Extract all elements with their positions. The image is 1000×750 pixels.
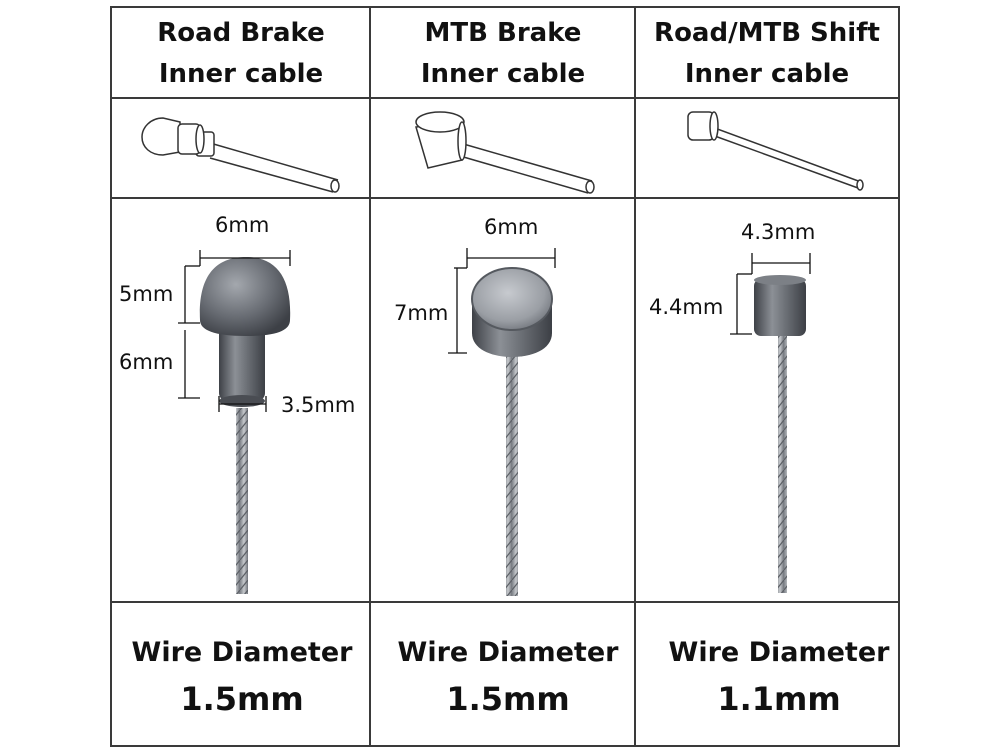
face-mtb-brake xyxy=(471,267,553,331)
dim-neck-height-road-brake: 6mm xyxy=(119,350,173,374)
dim-head-width-shift: 4.3mm xyxy=(741,220,815,244)
wire-diameter-value: 1.1mm xyxy=(717,680,841,718)
title-line-2: Inner cable xyxy=(420,59,586,89)
head-shift xyxy=(754,279,806,336)
dim-head-width-road-brake: 6mm xyxy=(215,213,269,237)
dim-head-height-mtb-brake: 7mm xyxy=(394,301,448,325)
dim-head-width-mtb-brake: 6mm xyxy=(484,215,538,239)
sketch-shift xyxy=(687,111,864,191)
footer-mtb-brake: Wire Diameter 1.5mm xyxy=(377,636,639,724)
dim-neck-width-road-brake: 3.5mm xyxy=(281,393,355,417)
footer-road-brake: Wire Diameter 1.5mm xyxy=(111,636,373,724)
sketch-road-brake xyxy=(141,117,340,193)
photo-road-brake: 6mm 5mm 6mm 3.5mm xyxy=(119,213,355,594)
column-title-road-brake: Road Brake Inner cable xyxy=(110,13,372,95)
photo-mtb-brake: 6mm 7mm xyxy=(394,215,556,596)
column-title-mtb-brake: MTB Brake Inner cable xyxy=(372,13,634,95)
column-title-shift: Road/MTB Shift Inner cable xyxy=(636,13,898,95)
wire-diameter-label: Wire Diameter xyxy=(131,637,353,668)
wire-diameter-value: 1.5mm xyxy=(180,680,304,718)
footer-shift: Wire Diameter 1.1mm xyxy=(648,636,910,724)
dim-head-height-road-brake: 5mm xyxy=(119,282,173,306)
title-line-2: Inner cable xyxy=(684,59,850,89)
wire-shift xyxy=(778,335,787,593)
wire-diameter-label: Wire Diameter xyxy=(668,637,890,668)
title-line-2: Inner cable xyxy=(158,59,324,89)
sketch-mtb-brake xyxy=(415,111,595,194)
title-line-1: Road/MTB Shift xyxy=(654,18,880,48)
dim-head-height-shift: 4.4mm xyxy=(649,295,723,319)
photo-shift: 4.3mm 4.4mm xyxy=(649,220,815,593)
table-grid xyxy=(110,6,900,747)
neck-road-brake xyxy=(219,325,265,401)
wire-mtb-brake xyxy=(506,356,518,596)
wire-diameter-value: 1.5mm xyxy=(446,680,570,718)
title-line-1: Road Brake xyxy=(157,18,325,48)
title-line-1: MTB Brake xyxy=(424,18,582,48)
head-road-brake xyxy=(199,257,291,336)
wire-road-brake xyxy=(236,408,248,594)
table-border xyxy=(110,6,900,747)
wire-diameter-label: Wire Diameter xyxy=(397,637,619,668)
